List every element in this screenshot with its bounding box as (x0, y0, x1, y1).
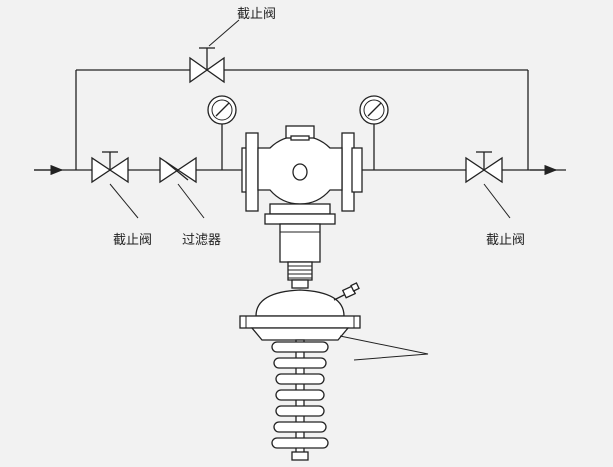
pressure-reducing-valve-icon (239, 125, 363, 461)
right-valve-label: 截止阀 (486, 233, 525, 248)
vent-nozzle-icon (333, 282, 360, 301)
right-valve-leader (483, 183, 511, 219)
right-valve-icon (465, 151, 503, 184)
right-pressure-gauge-icon (359, 95, 389, 170)
left-valve-leader (109, 183, 139, 219)
left-valve-label: 截止阀 (113, 233, 152, 248)
filter-label: 过滤器 (182, 233, 221, 248)
left-pressure-gauge-icon (207, 95, 237, 170)
bypass-pipe (75, 69, 529, 170)
top-valve-label: 截止阀 (237, 7, 276, 22)
filter-leader (177, 183, 205, 219)
top-valve-leader (208, 19, 240, 47)
pointer-leader (339, 335, 429, 361)
spring-icon (271, 339, 329, 461)
left-valve-icon (91, 151, 129, 184)
bypass-valve-icon (189, 47, 225, 84)
filter-icon (159, 156, 197, 184)
